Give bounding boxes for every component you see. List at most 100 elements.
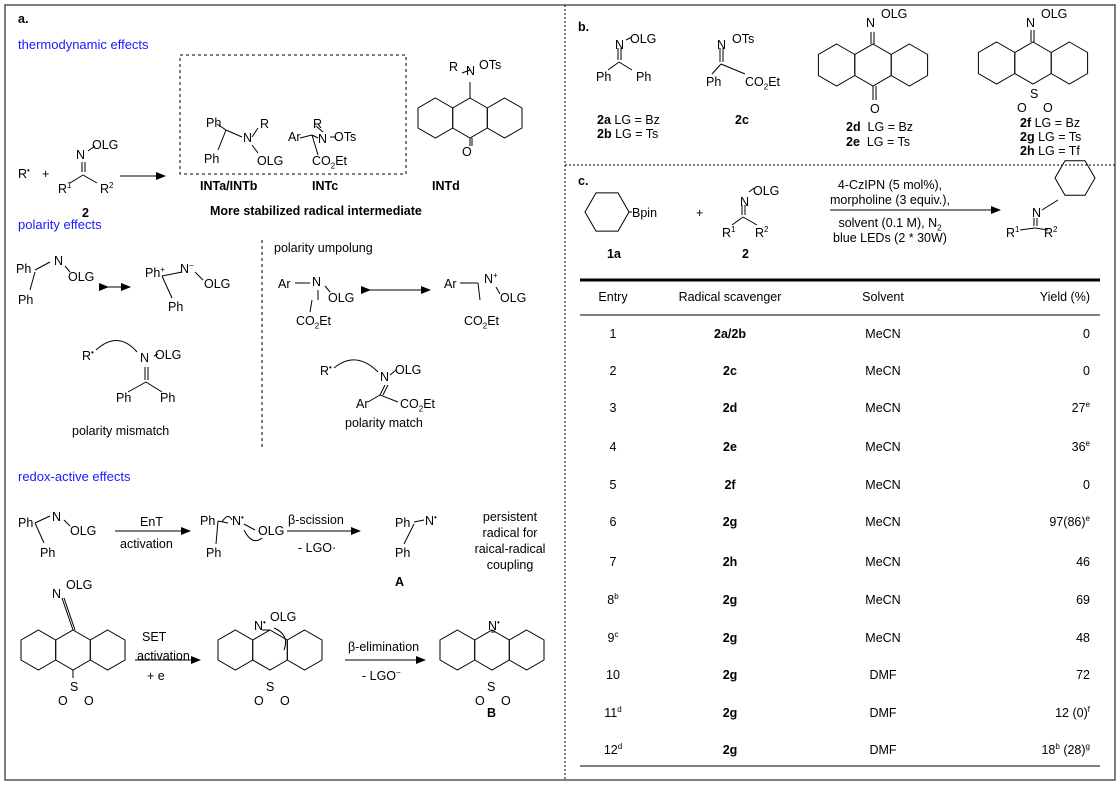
curved-arrow [243,529,263,542]
bond [311,134,319,156]
ph-group: Ph [636,70,652,84]
panel-a-label: a. [18,12,29,26]
ar-group: Ar [356,397,369,411]
co2et-group: CO2Et [745,75,781,92]
entry-cell: 5 [609,478,617,492]
bond [324,285,331,293]
condition-base: morpholine (3 equiv.), [830,193,950,207]
radical-r: R• [320,362,332,378]
compound-2-label: 2 [742,247,749,261]
compound-2f-label: 2f LG = Bz [1020,116,1081,130]
compound-2-label: 2 [82,206,89,220]
entry-cell: 12d [603,741,623,757]
plus-sign: + [696,206,704,220]
ring [817,43,856,87]
olg-group: OLG [155,348,182,362]
r-group: R [313,117,323,131]
ph-group: Ph [18,516,34,530]
bond [63,519,71,527]
ring [252,629,288,671]
redox-heading: redox-active effects [18,469,131,484]
atom-s: S [487,680,496,694]
header-solvent: Solvent [862,290,904,304]
solvent-cell: DMF [869,743,897,757]
ring [89,629,126,671]
polarity-heading: polarity effects [18,217,102,232]
condition-solvent: solvent (0.1 M), N2 [838,216,942,233]
atom-o: O [280,694,290,708]
ring [474,629,510,671]
persistent-note: persistent [482,510,538,524]
yield-cell: 0 [1083,478,1090,492]
atom-n: N [52,587,62,601]
bond [243,523,256,531]
atom-o: O [475,694,485,708]
bond [161,275,173,299]
intermediate-box [179,54,407,175]
atom-n: N [1032,206,1042,220]
compound-2h-label: 2h LG = Tf [1020,144,1080,158]
bond [87,145,96,152]
ring [486,97,523,139]
bond [1041,199,1059,211]
solvent-cell: DMF [869,706,897,720]
r-group: R [449,60,459,74]
ph-group: Ph [206,116,222,130]
polarity-umpolung-label: polarity umpolung [274,241,373,255]
co2et-group: CO2Et [464,314,500,331]
atom-n: N [318,132,328,146]
bond [216,123,227,131]
olg-group: OLG [500,291,527,305]
bond [311,134,319,139]
curved-arrow [95,340,138,353]
bond [618,61,633,71]
n-radical: N• [425,512,437,528]
ring [1014,41,1052,85]
compound-1a-label: 1a [607,247,621,261]
r2-group: R2 [100,180,114,196]
intd-label: INTd [432,179,460,193]
solvent-cell: MeCN [865,515,901,529]
olg-group: OLG [68,270,95,284]
ph-group: Ph [168,300,184,314]
ph-group: Ph [706,75,722,89]
n-anion: N− [180,260,194,276]
compound-2d-label: 2d LG = Bz [846,120,914,134]
entry-cell: 10 [606,668,620,682]
ring [417,97,454,139]
beta-scission-label: β-scission [288,513,344,527]
yield-cell: 69 [1076,593,1090,607]
scavenger-cell: 2e [723,440,737,454]
compound-2g-label: 2g LG = Ts [1020,130,1082,144]
bond [461,69,471,74]
entry-cell: 8b [607,591,619,607]
scavenger-cell: 2c [723,364,737,378]
entry-cell: 6 [609,515,617,529]
solvent-cell: MeCN [865,555,901,569]
entry-cell: 3 [609,401,617,415]
panel-c-label: c. [578,174,589,188]
bond [127,381,147,393]
atom-n: N [76,148,86,162]
olg-group: OLG [753,184,780,198]
bond [34,522,45,544]
atom-n: N [466,64,476,78]
atom-n: N [866,16,876,30]
bond [63,597,76,631]
ph-group: Ph [16,262,32,276]
header-scavenger: Radical scavenger [678,290,782,304]
curved-arrow [221,516,233,523]
solvent-cell: MeCN [865,401,901,415]
bond [379,384,386,396]
bond [251,127,259,138]
olg-group: OLG [395,363,422,377]
bond [748,187,755,193]
solvent-cell: MeCN [865,593,901,607]
bond [161,271,183,277]
atom-o: O [254,694,264,708]
lgo-anion-label: - LGO− [362,667,401,683]
